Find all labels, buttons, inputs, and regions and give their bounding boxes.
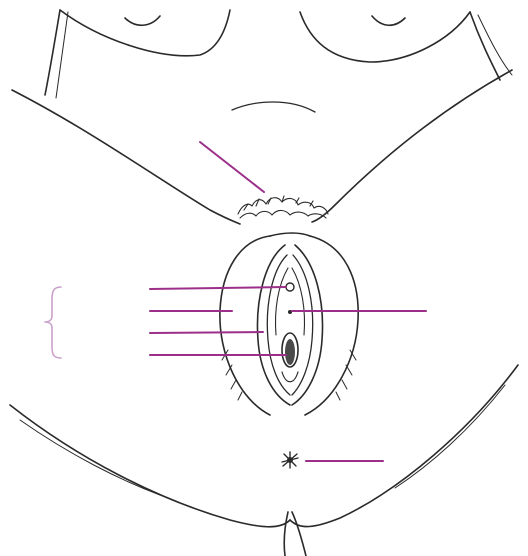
lower-left-inner-line — [20, 420, 160, 495]
inner-left-fold-a — [257, 245, 290, 405]
right-top-curve — [300, 12, 470, 62]
inner-center-right — [292, 268, 305, 335]
buttock-cleft-left — [284, 512, 288, 556]
anus-mark — [282, 452, 298, 468]
leader-lines — [150, 142, 426, 461]
lower-left-leg-line — [10, 405, 290, 527]
inner-center-left — [276, 268, 289, 335]
body-outline — [10, 10, 518, 556]
clitoris-circle — [286, 283, 294, 291]
right-hatching — [336, 350, 356, 400]
leader-line-clitoris — [150, 287, 286, 289]
right-navel-mark — [372, 16, 405, 25]
left-navel-mark — [125, 16, 160, 25]
inner-right-fold-b — [292, 255, 313, 395]
outer-contour — [220, 233, 358, 415]
abdomen-crease — [232, 102, 315, 112]
left-hatching — [222, 350, 242, 400]
leader-line-inner-labia — [150, 332, 263, 333]
outer-top-curve — [270, 233, 310, 236]
inner-left-fold-b — [267, 255, 290, 395]
vaginal-opening-inner — [285, 339, 295, 365]
outer-left-edge — [220, 236, 270, 415]
hair-cluster — [238, 196, 328, 218]
leader-line-hair — [200, 142, 264, 192]
inner-right-fold-a — [292, 245, 323, 405]
right-thigh-fold-line — [312, 70, 512, 222]
right-upper-contour — [470, 12, 500, 80]
bracket — [45, 287, 61, 358]
buttock-cleft-right — [292, 512, 306, 556]
left-top-curve — [60, 10, 230, 56]
inner-bottom — [282, 372, 298, 382]
left-thigh-fold-line — [12, 90, 240, 224]
lower-right-leg-line — [290, 365, 518, 527]
inner-structures — [257, 245, 322, 405]
